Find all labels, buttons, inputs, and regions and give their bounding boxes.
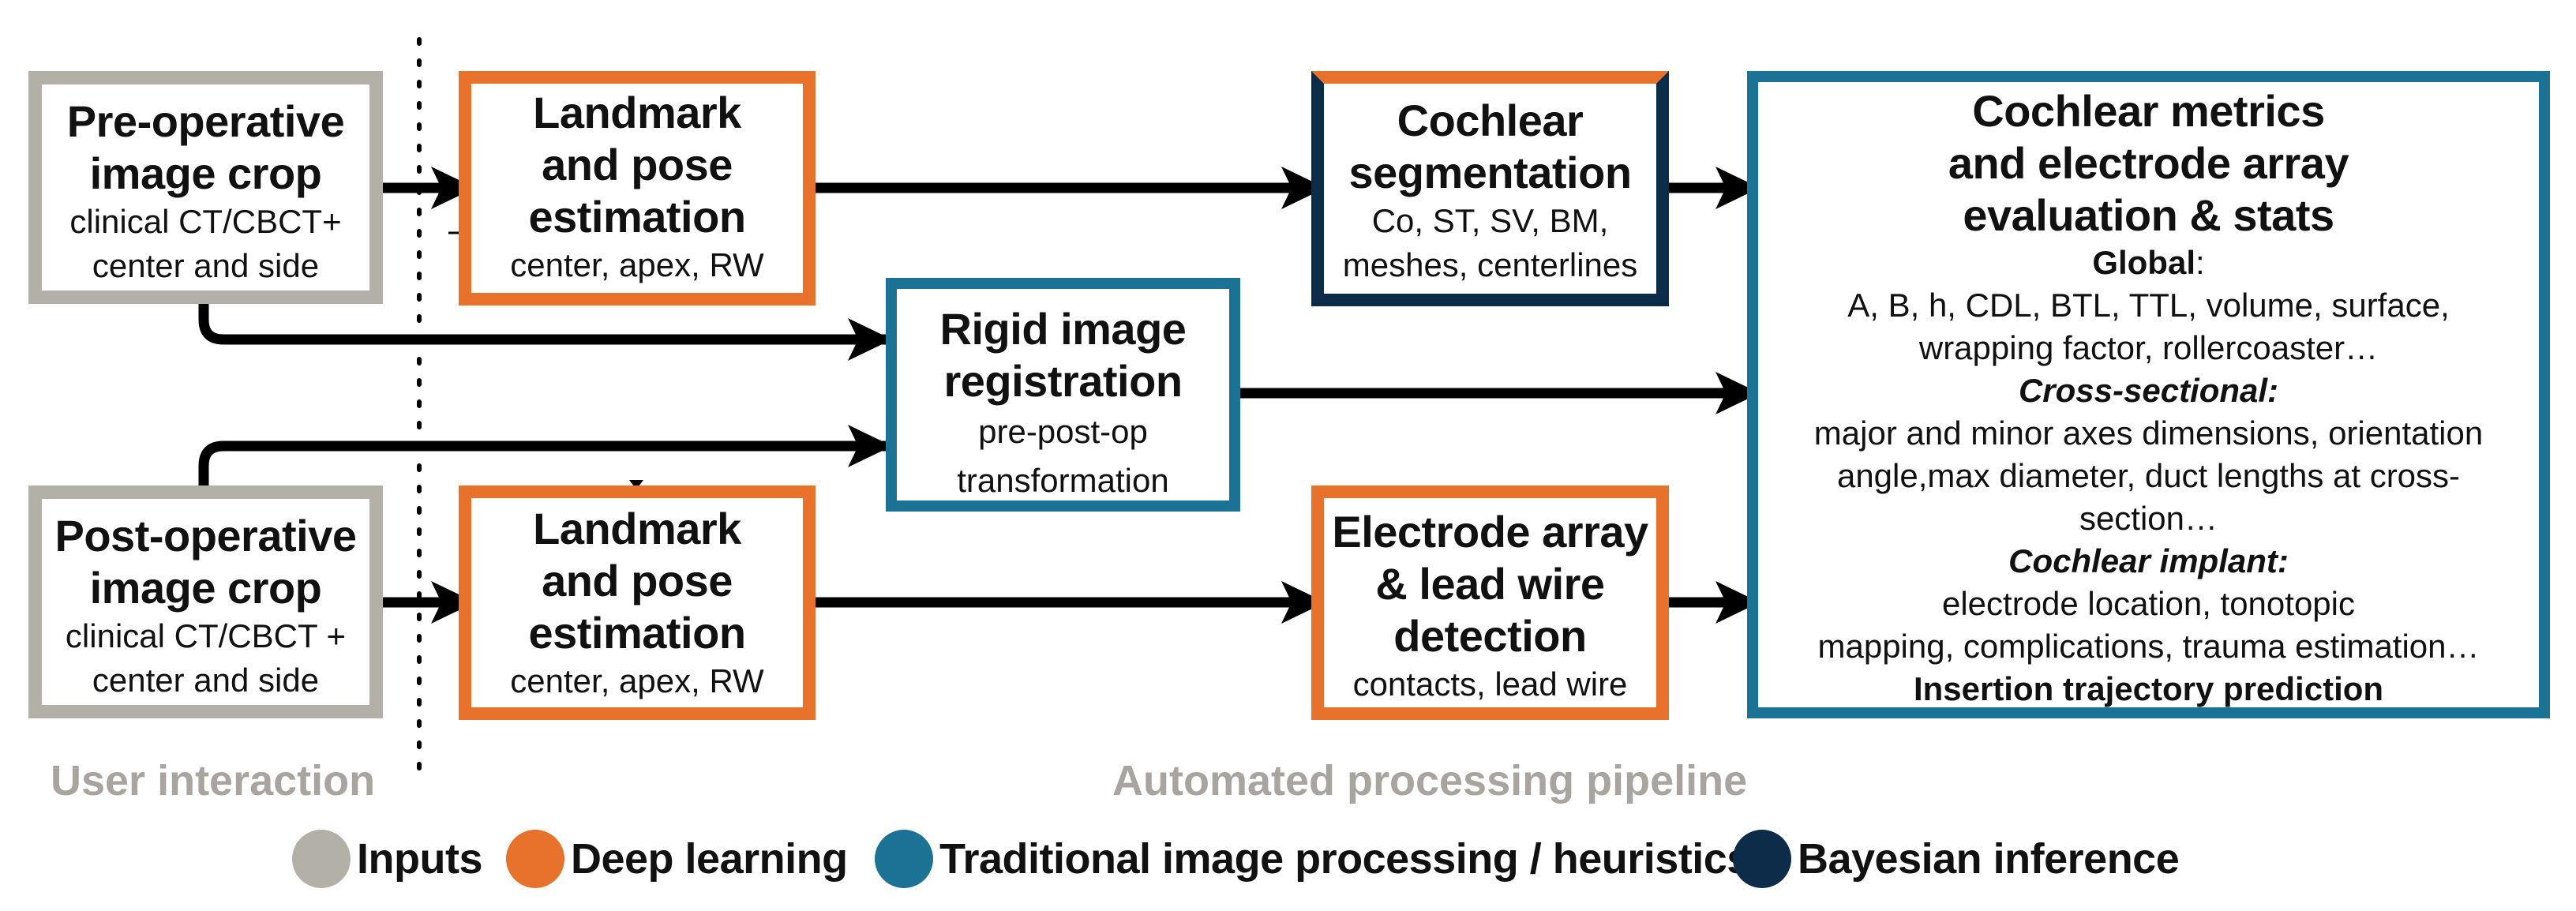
legend-inputs-swatch: [292, 830, 351, 888]
detection-title-line2: & lead wire: [1375, 559, 1605, 609]
cochlear-implant-heading: Cochlear implant:: [2008, 542, 2289, 579]
arrow-postop-to-registration: [198, 425, 892, 488]
electrode-detection-box: Electrode array & lead wire detection co…: [1311, 485, 1669, 720]
registration-title-line1: Rigid image: [939, 304, 1187, 354]
metrics-title-line2: and electrode array: [1948, 138, 2349, 188]
implant-line1: electrode location, tonotopic: [1941, 585, 2355, 622]
global-line2: wrapping factor, rollercoaster…: [1918, 329, 2379, 366]
segmentation-sub-line2: meshes, centerlines: [1342, 246, 1638, 283]
landmark-bottom-title-line1: Landmark: [533, 504, 741, 553]
segmentation-sub-line1: Co, ST, SV, BM,: [1371, 202, 1609, 239]
detection-title-line1: Electrode array: [1332, 507, 1648, 557]
insertion-trajectory-label: Insertion trajectory prediction: [1913, 670, 2384, 707]
legend-bayesian: Bayesian inference: [1733, 827, 2180, 890]
cross-line2: angle,max diameter, duct lengths at cros…: [1836, 457, 2461, 494]
legend-traditional: Traditional image processing / heuristic…: [875, 827, 1750, 890]
global-label: Global: [2092, 244, 2195, 281]
preop-sub-line2: center and side: [92, 247, 320, 284]
global-colon: :: [2195, 244, 2205, 281]
landmark-pose-box-bottom: Landmark and pose estimation center, ape…: [459, 485, 816, 720]
postop-title-line1: Post-operative: [54, 511, 358, 560]
postop-sub-line2: center and side: [92, 662, 320, 699]
registration-title-line2: registration: [943, 356, 1183, 406]
legend-bayesian-swatch: [1733, 830, 1791, 888]
global-line1: A, B, h, CDL, BTL, TTL, volume, surface,: [1847, 287, 2450, 324]
landmark-bottom-title-line3: estimation: [528, 608, 746, 658]
small-arrow-tip: [629, 480, 643, 489]
landmark-top-title-line1: Landmark: [533, 88, 741, 137]
cross-sectional-heading: Cross-sectional:: [2018, 372, 2279, 409]
cochlear-segmentation-box: Cochlear segmentation Co, ST, SV, BM, me…: [1311, 71, 1669, 306]
legend-deep-learning-label: Deep learning: [571, 835, 848, 883]
user-interaction-label: User interaction: [51, 757, 376, 804]
legend-traditional-label: Traditional image processing / heuristic…: [939, 835, 1750, 883]
cochlear-metrics-box: Cochlear metrics and electrode array eva…: [1747, 71, 2550, 718]
preop-title-line2: image crop: [89, 148, 322, 198]
legend-inputs: Inputs: [292, 827, 482, 890]
rigid-registration-box: Rigid image registration pre-post-op tra…: [886, 278, 1240, 512]
segmentation-title-line2: segmentation: [1348, 148, 1632, 197]
legend-traditional-swatch: [875, 830, 933, 888]
metrics-title-line1: Cochlear metrics: [1972, 86, 2325, 136]
postop-sub-line1: clinical CT/CBCT +: [65, 617, 347, 654]
landmark-top-title-line3: estimation: [528, 192, 746, 242]
preop-sub-line1: clinical CT/CBCT+: [69, 203, 342, 240]
legend-bayesian-label: Bayesian inference: [1798, 835, 2180, 883]
global-heading: Global:: [1758, 242, 2539, 284]
legend-inputs-label: Inputs: [357, 835, 482, 883]
cross-line1: major and minor axes dimensions, orienta…: [1813, 414, 2484, 452]
registration-sub-line2: transformation: [957, 462, 1169, 499]
metrics-title-line3: evaluation & stats: [1963, 190, 2334, 240]
postop-title-line2: image crop: [89, 563, 322, 613]
segmentation-title-line1: Cochlear: [1397, 96, 1584, 145]
arrow-preop-to-registration: [198, 298, 892, 361]
cross-line3: section…: [2079, 500, 2218, 537]
implant-line2: mapping, complications, trauma estimatio…: [1817, 628, 2480, 665]
legend-deep-learning: Deep learning: [506, 827, 848, 890]
automated-pipeline-label: Automated processing pipeline: [1112, 757, 1748, 804]
landmark-top-title-line2: and pose: [542, 140, 733, 189]
landmark-top-sub: center, apex, RW: [510, 246, 764, 283]
registration-sub-line1: pre-post-op: [978, 413, 1148, 450]
postop-input-box: Post-operative image crop clinical CT/CB…: [28, 485, 383, 718]
landmark-bottom-sub: center, apex, RW: [510, 662, 764, 699]
preop-input-box: Pre-operative image crop clinical CT/CBC…: [28, 71, 383, 304]
detection-title-line3: detection: [1393, 611, 1587, 661]
landmark-bottom-title-line2: and pose: [542, 556, 733, 605]
landmark-pose-box-top: Landmark and pose estimation center, ape…: [459, 71, 816, 306]
preop-title-line1: Pre-operative: [66, 96, 345, 146]
detection-sub: contacts, lead wire: [1352, 665, 1628, 703]
legend-deep-learning-swatch: [506, 830, 564, 888]
